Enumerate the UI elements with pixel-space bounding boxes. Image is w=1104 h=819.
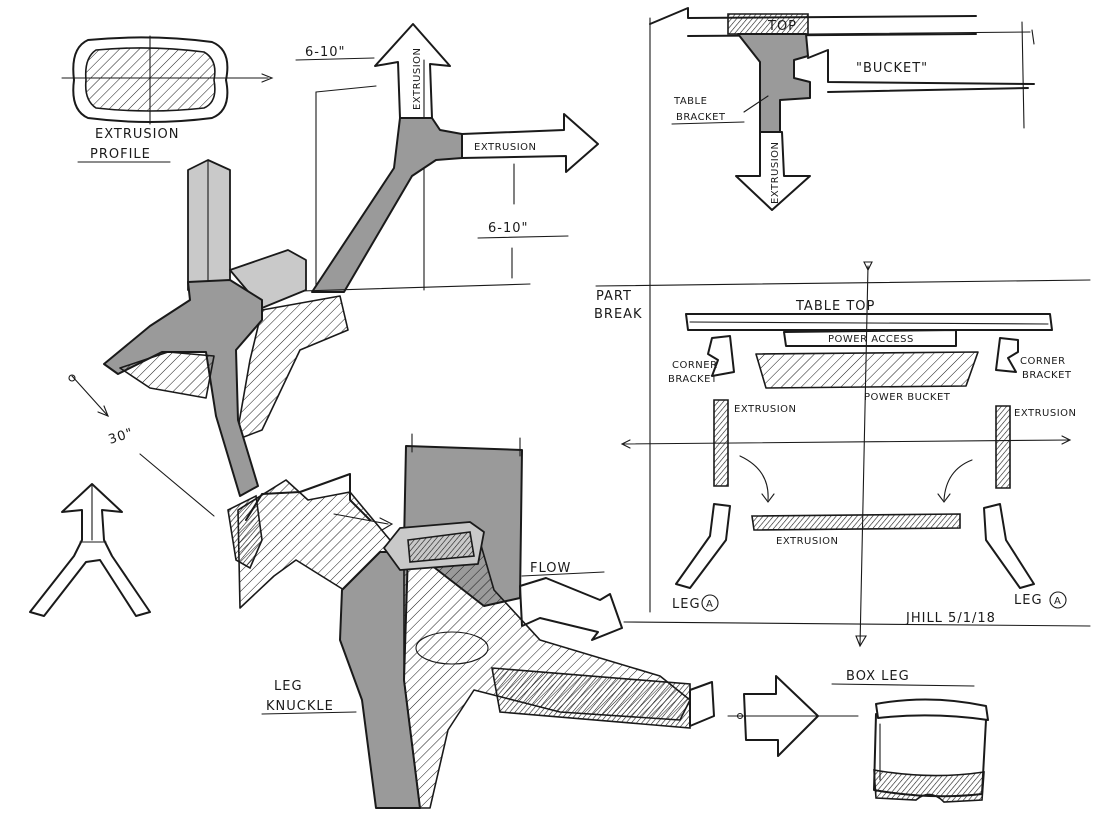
flow-label: FLOW [530, 561, 571, 576]
corner-bracket-right-line1: CORNER [1020, 356, 1066, 367]
extrusion-arrow-label: EXTRUSION [474, 142, 537, 153]
extrusion-down-label: EXTRUSION [770, 141, 781, 204]
small-leg-elevation [29, 483, 151, 617]
leg-left-callout: A [706, 599, 713, 610]
y-leg-elevation: EXTRUSION EXTRUSION 6-10" [267, 23, 599, 293]
box-leg-label: BOX LEG [846, 669, 910, 684]
extrusion-right-label: EXTRUSION [1014, 408, 1077, 419]
extrusion-center-label: EXTRUSION [776, 536, 839, 547]
table-top-label: TABLE TOP [795, 299, 875, 314]
leg-knuckle-label-line1: LEG [274, 679, 303, 694]
leg-knuckle-closeup: FLOW LEG KNUCKLE [237, 433, 859, 809]
leg-left-label: LEG [672, 597, 701, 612]
extrusion-profile-label-line1: EXTRUSION [95, 127, 179, 142]
leg-right-callout: A [1054, 596, 1061, 607]
corner-bracket-left-line1: CORNER [672, 360, 718, 371]
exploded-assembly: PART BREAK TABLE TOP POWER ACCESS POWER … [594, 261, 1091, 648]
power-access-label: POWER ACCESS [828, 334, 914, 345]
extrusion-profile-label-line2: PROFILE [90, 147, 151, 162]
top-label: TOP [767, 19, 797, 34]
dimension-top-label: 6-10" [305, 45, 345, 60]
signature: JHILL 5/1/18 [905, 611, 996, 626]
bucket-label: "BUCKET" [856, 61, 928, 76]
angle-label: 30" [107, 426, 136, 448]
box-leg-sketch: BOX LEG [831, 669, 989, 803]
corner-bracket-right-line2: BRACKET [1022, 370, 1072, 381]
extrusion-profile-sketch: EXTRUSION PROFILE [61, 35, 274, 163]
extrusion-left-label: EXTRUSION [734, 404, 797, 415]
corner-bracket-left-line2: BRACKET [668, 374, 718, 385]
table-bracket-label-line1: TABLE [673, 96, 707, 107]
dimension-top: 6-10" [295, 45, 425, 293]
part-break-label-line2: BREAK [594, 307, 643, 322]
table-bracket-label-line2: BRACKET [676, 112, 726, 123]
part-break-label-line1: PART [596, 289, 632, 304]
power-bucket-label: POWER BUCKET [864, 392, 951, 403]
leg-right-label: LEG [1014, 593, 1043, 608]
extrusion-vertical-label: EXTRUSION [412, 47, 423, 110]
dimension-right-label: 6-10" [488, 221, 528, 236]
leg-knuckle-label-line2: KNUCKLE [266, 699, 334, 714]
table-bracket-detail: TOP "BUCKET" TABLE BRACKET EXTRUSION [649, 7, 1035, 613]
